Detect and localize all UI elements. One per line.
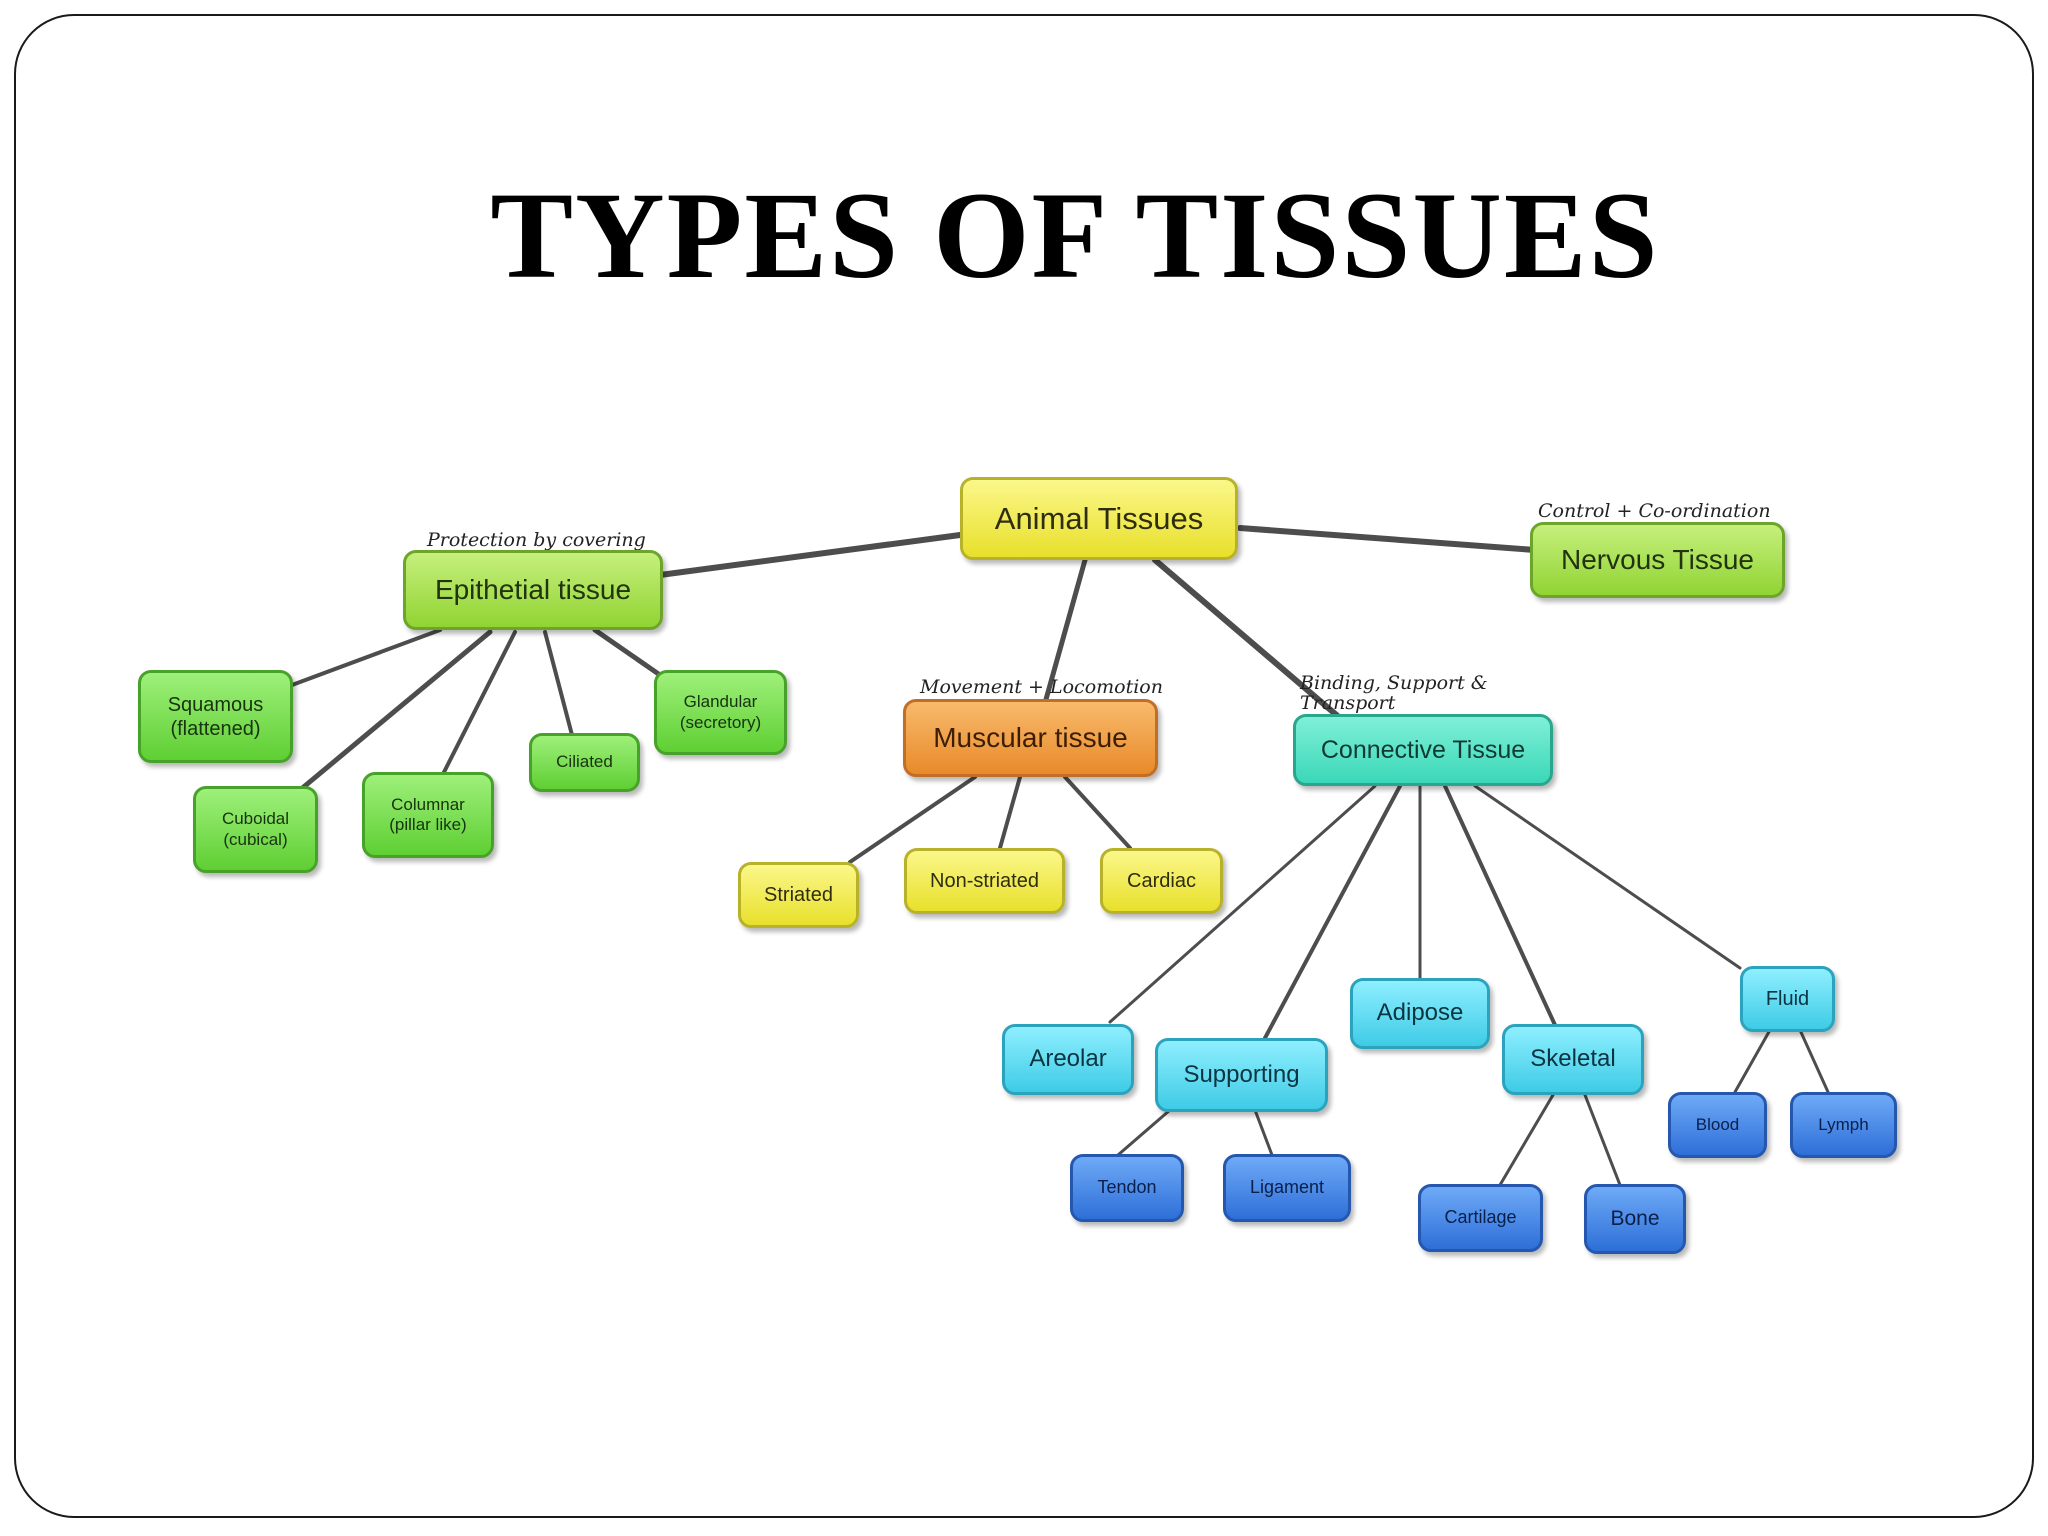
node-muscular-tissue: Muscular tissue — [903, 699, 1158, 777]
link-skeletal-bone — [1583, 1093, 1622, 1187]
link-skeletal-cartilage — [1498, 1093, 1555, 1187]
note-epithelial: Protection by covering — [427, 529, 646, 551]
node-cuboidal: Cuboidal (cubical) — [193, 786, 318, 873]
note-muscular: Movement + Locomotion — [920, 676, 1163, 698]
node-columnar: Columnar (pillar like) — [362, 772, 494, 858]
link-fluid-lymph — [1798, 1028, 1830, 1094]
node-bone: Bone — [1584, 1184, 1686, 1254]
link-epithelial-glandular — [592, 627, 663, 678]
node-epithelial-tissue: Epithetial tissue — [403, 550, 663, 630]
node-squamous: Squamous (flattened) — [138, 670, 293, 763]
link-animal-muscular — [1042, 557, 1088, 706]
node-nervous-tissue: Nervous Tissue — [1530, 522, 1785, 598]
node-connective-tissue: Connective Tissue — [1293, 714, 1553, 786]
node-adipose: Adipose — [1350, 978, 1490, 1049]
link-animal-connective — [1152, 557, 1343, 721]
link-supporting-ligament — [1253, 1108, 1274, 1157]
node-glandular: Glandular (secretory) — [654, 670, 787, 755]
link-supporting-tendon — [1116, 1108, 1172, 1157]
note-connective: Binding, Support & Transport — [1300, 672, 1488, 714]
node-ciliated: Ciliated — [529, 733, 640, 792]
node-areolar: Areolar — [1002, 1024, 1134, 1095]
node-cardiac: Cardiac — [1100, 848, 1223, 914]
node-animal-tissues: Animal Tissues — [960, 477, 1238, 560]
link-connective-areolar — [1108, 784, 1377, 1024]
node-blood: Blood — [1668, 1092, 1767, 1158]
node-fluid: Fluid — [1740, 966, 1835, 1032]
node-cartilage: Cartilage — [1418, 1184, 1543, 1252]
node-striated: Striated — [738, 862, 859, 928]
link-epithelial-ciliated — [543, 630, 574, 737]
link-connective-supporting — [1263, 784, 1402, 1040]
slide-title: TYPES OF TISSUES — [490, 167, 1660, 304]
link-muscular-striated — [848, 775, 977, 864]
link-epithelial-squamous — [290, 628, 442, 687]
node-ligament: Ligament — [1223, 1154, 1351, 1222]
link-fluid-blood — [1733, 1028, 1772, 1094]
node-supporting: Supporting — [1155, 1038, 1328, 1112]
link-animal-nervous — [1237, 525, 1538, 553]
note-nervous: Control + Co-ordination — [1538, 500, 1771, 522]
link-epithelial-columnar — [438, 630, 517, 782]
node-lymph: Lymph — [1790, 1092, 1897, 1158]
link-animal-epithelial — [657, 532, 963, 578]
node-skeletal: Skeletal — [1502, 1024, 1644, 1095]
link-muscular-cardiac — [1063, 775, 1132, 850]
link-muscular-nonstriated — [998, 775, 1022, 850]
link-epithelial-cuboidal — [297, 629, 493, 793]
node-non-striated: Non-striated — [904, 848, 1065, 914]
link-connective-fluid — [1473, 784, 1742, 970]
link-connective-skeletal — [1443, 784, 1557, 1027]
node-tendon: Tendon — [1070, 1154, 1184, 1222]
